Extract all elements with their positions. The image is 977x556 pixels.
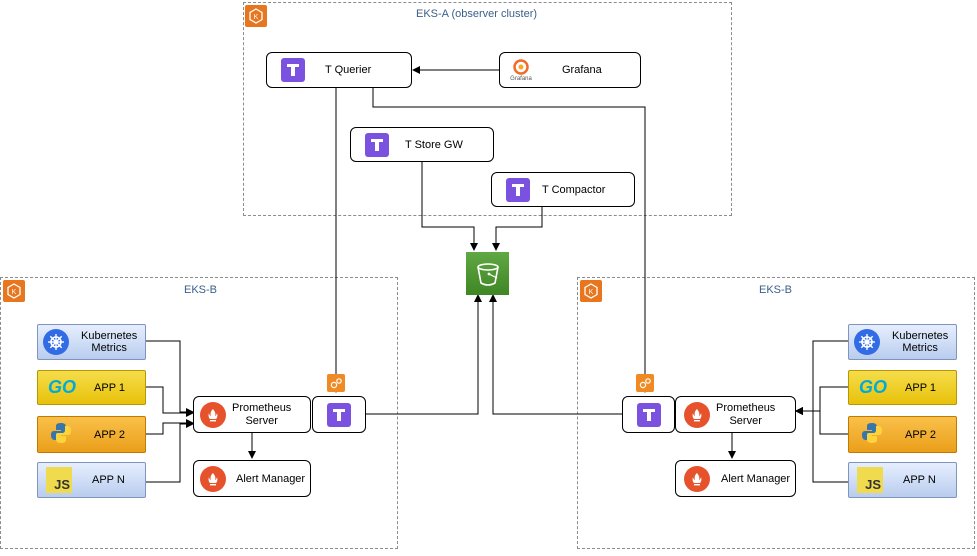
eks-icon: K [3, 280, 25, 302]
left-kubernetes-label: Kubernetes Metrics [81, 330, 138, 354]
edge-left-k8s-prom [146, 340, 194, 416]
left-app2-label: APP 2 [94, 428, 125, 441]
edge-compactor-s3 [492, 207, 543, 251]
left-cluster [0, 277, 398, 549]
python-icon [50, 422, 72, 447]
right-app2-label: APP 2 [905, 428, 936, 441]
js-logo-icon: JS [857, 467, 883, 493]
edge-right-app2-prom [795, 407, 848, 435]
querier-label: T Querier [325, 64, 372, 76]
left-app1: GO APP 1 [37, 370, 146, 405]
edge-querier-right-sidecar [372, 88, 649, 393]
edge-right-app1-prom [795, 386, 848, 415]
right-thanos-sidecar [622, 396, 675, 433]
right-prometheus-server: Prometheus Server [675, 396, 796, 433]
svg-text:K: K [589, 289, 594, 296]
left-kubernetes-metrics: Kubernetes Metrics [37, 324, 146, 360]
js-logo-icon: JS [46, 467, 72, 493]
left-app1-label: APP 1 [94, 381, 126, 394]
right-alert-manager: Alert Manager [675, 460, 796, 497]
left-prometheus-server: Prometheus Server [193, 396, 311, 433]
left-alert-manager: Alert Manager [193, 460, 311, 497]
edge-left-appn-prom [146, 420, 194, 483]
go-logo-icon: GO [48, 377, 77, 397]
store-gw-node: T Store GW [350, 127, 494, 162]
right-prometheus-label: Prometheus Server [716, 401, 776, 427]
python-icon [861, 422, 883, 447]
right-kubernetes-metrics: Kubernetes Metrics [848, 324, 957, 360]
svg-text:K: K [12, 289, 17, 296]
thanos-icon [506, 177, 530, 202]
observer-cluster-title: EKS-A (observer cluster) [416, 8, 538, 20]
observer-cluster [243, 2, 732, 216]
left-appn: JS APP N [37, 462, 146, 498]
left-prometheus-label: Prometheus Server [232, 401, 292, 427]
compactor-node: T Compactor [491, 172, 635, 207]
store-gw-label: T Store GW [405, 138, 463, 151]
s3-bucket-icon [466, 252, 509, 295]
go-logo-icon: GO [859, 377, 888, 397]
eks-icon: K [245, 5, 267, 27]
edge-storegw-s3 [421, 162, 478, 251]
edge-right-appn-prom [795, 407, 848, 483]
right-cluster-title: EKS-B [759, 284, 793, 296]
right-appn: JS APP N [848, 462, 957, 498]
left-pod-icon [327, 374, 345, 392]
prometheus-icon [684, 401, 710, 428]
prometheus-icon [200, 401, 226, 428]
left-alert-manager-label: Alert Manager [236, 472, 306, 485]
prometheus-icon [200, 465, 226, 492]
left-thanos-sidecar [312, 396, 366, 433]
right-alert-manager-label: Alert Manager [721, 472, 791, 485]
js-logo-text: JS [865, 477, 881, 492]
thanos-icon [636, 402, 661, 427]
js-logo-text: JS [54, 477, 70, 492]
right-kubernetes-label: Kubernetes Metrics [892, 330, 949, 354]
right-app1: GO APP 1 [848, 370, 957, 405]
prometheus-icon [684, 465, 710, 492]
right-appn-label: APP N [903, 474, 936, 486]
compactor-label: T Compactor [542, 183, 606, 196]
grafana-logo-text: Grafana [510, 76, 532, 82]
right-cluster [577, 277, 975, 549]
edge-left-app1-prom [146, 386, 194, 417]
thanos-icon [365, 132, 389, 157]
left-appn-label: APP N [92, 474, 125, 486]
right-app2: APP 2 [848, 416, 957, 453]
thanos-icon [327, 402, 351, 427]
svg-text:K: K [254, 14, 259, 21]
grafana-node: Grafana Grafana [499, 52, 641, 88]
grafana-label: Grafana [562, 64, 602, 76]
left-app2: APP 2 [37, 416, 146, 453]
edge-right-k8s-prom [795, 340, 848, 415]
querier-node: T Querier [266, 52, 412, 88]
right-app1-label: APP 1 [905, 381, 937, 394]
grafana-icon: Grafana [506, 58, 536, 82]
right-pod-icon [636, 374, 654, 392]
edge-right-sidecar-s3 [489, 294, 622, 415]
kubernetes-icon [854, 329, 880, 355]
edge-left-app2-prom [146, 419, 194, 435]
thanos-icon [281, 58, 305, 82]
left-cluster-title: EKS-B [184, 284, 218, 296]
kubernetes-icon [43, 329, 69, 355]
eks-icon: K [580, 280, 602, 302]
edge-left-sidecar-s3 [366, 294, 482, 415]
